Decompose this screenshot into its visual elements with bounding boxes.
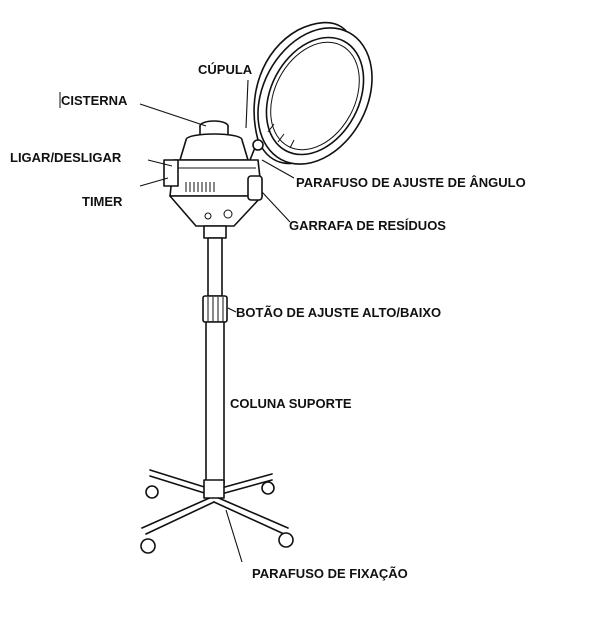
vent-grille <box>185 182 215 192</box>
label-botao-ajuste-alto-baixo: BOTÃO DE AJUSTE ALTO/BAIXO <box>236 305 441 320</box>
label-ligar-desligar: LIGAR/DESLIGAR <box>10 150 122 165</box>
label-coluna-suporte: COLUNA SUPORTE <box>230 396 352 411</box>
leader-lines <box>139 79 295 563</box>
label-parafuso-ajuste-angulo: PARAFUSO DE AJUSTE DE ÂNGULO <box>296 175 526 190</box>
dome-drawing <box>249 21 373 165</box>
label-cupula: CÚPULA <box>198 62 253 77</box>
label-parafuso-fixacao: PARAFUSO DE FIXAÇÃO <box>252 566 408 581</box>
label-cisterna: CISTERNA <box>61 93 128 108</box>
label-timer: TIMER <box>82 194 123 209</box>
stand-drawing <box>140 237 294 554</box>
label-garrafa-residuos: GARRAFA DE RESÍDUOS <box>289 218 446 233</box>
cistern-body-drawing <box>163 120 263 239</box>
